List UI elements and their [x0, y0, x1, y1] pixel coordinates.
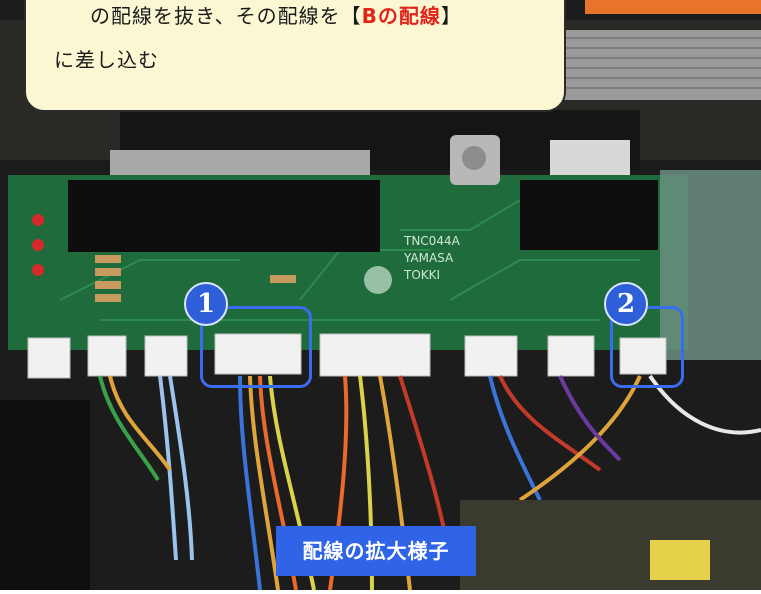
clear-plastic-cover [660, 170, 761, 360]
screw [462, 146, 486, 170]
wire-bundle-left [98, 375, 194, 561]
yellow-component [650, 540, 710, 580]
black-connector-right [520, 180, 658, 250]
led-1 [32, 214, 44, 226]
led-2 [32, 239, 44, 251]
header-accent-bar [585, 0, 761, 14]
ribbon-cable-top [560, 30, 761, 100]
board-label-1: TNC044A [403, 234, 461, 248]
board-label-2: YAMASA [403, 251, 454, 265]
pcb-traces [59, 199, 640, 321]
instruction-text: の配線を抜き、その配線を【 [90, 4, 362, 28]
wire-bundle-right [488, 374, 761, 502]
board-label-3: TOKKI [403, 268, 440, 282]
marker-2: 2 [604, 282, 648, 326]
led-3 [32, 264, 44, 276]
ribbon-stripes [560, 37, 761, 89]
marker-1: 1 [184, 282, 228, 326]
black-connector-left [68, 180, 380, 252]
instruction-line-1: の配線を抜き、その配線を【Bの配線】 [90, 0, 462, 29]
instruction-line-2: に差し込む [54, 48, 159, 72]
lower-power-board [460, 500, 761, 590]
caption-label: 配線の拡大様子 [276, 526, 476, 576]
highlight-box-1 [200, 306, 312, 388]
highlight-wire-name: Bの配線 [361, 4, 441, 28]
ribbon-cable-right [550, 140, 630, 176]
lower-left-dark [0, 400, 90, 590]
clear-led-lens [364, 266, 392, 294]
resistors [95, 255, 296, 302]
instruction-bracket: 】 [440, 4, 462, 28]
instruction-callout: の配線を抜き、その配線を【Bの配線】 に差し込む [24, 0, 566, 112]
white-connectors [27, 333, 667, 379]
